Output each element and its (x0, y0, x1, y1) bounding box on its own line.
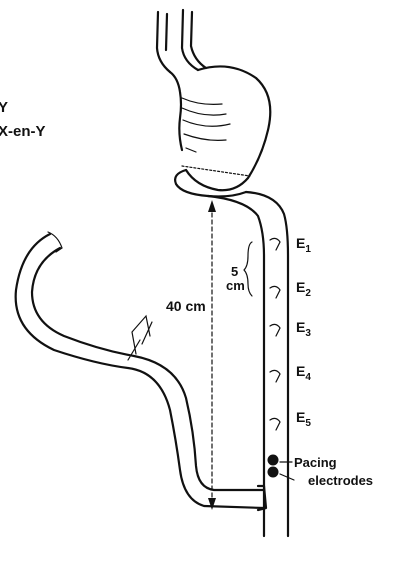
biliopancreatic-limb (16, 232, 266, 510)
electrode-markers (270, 238, 280, 430)
pacing-label-line-2: electrodes (308, 473, 373, 488)
anastomosis (175, 166, 250, 197)
electrode-label-e1: E1 (296, 235, 311, 255)
electrode-label-e3: E3 (296, 319, 311, 339)
measure-40cm-label: 40 cm (166, 298, 206, 314)
measure-5cm-unit: cm (226, 278, 245, 293)
electrode-label-e4: E4 (296, 363, 311, 383)
electrode-label-e2: E2 (296, 279, 311, 299)
title-line-2: X-en-Y (0, 123, 46, 140)
electrode-label-e5: E5 (296, 409, 311, 429)
measure-40cm-arrow (208, 200, 216, 510)
pacing-label-line-1: Pacing (294, 455, 337, 470)
roux-limb (208, 192, 288, 536)
esophagus (157, 10, 206, 72)
measure-5cm-number: 5 (231, 264, 238, 279)
measure-5cm-brace (244, 242, 252, 296)
title-line-1: Y (0, 99, 8, 116)
pacing-electrode-dots (268, 455, 295, 481)
